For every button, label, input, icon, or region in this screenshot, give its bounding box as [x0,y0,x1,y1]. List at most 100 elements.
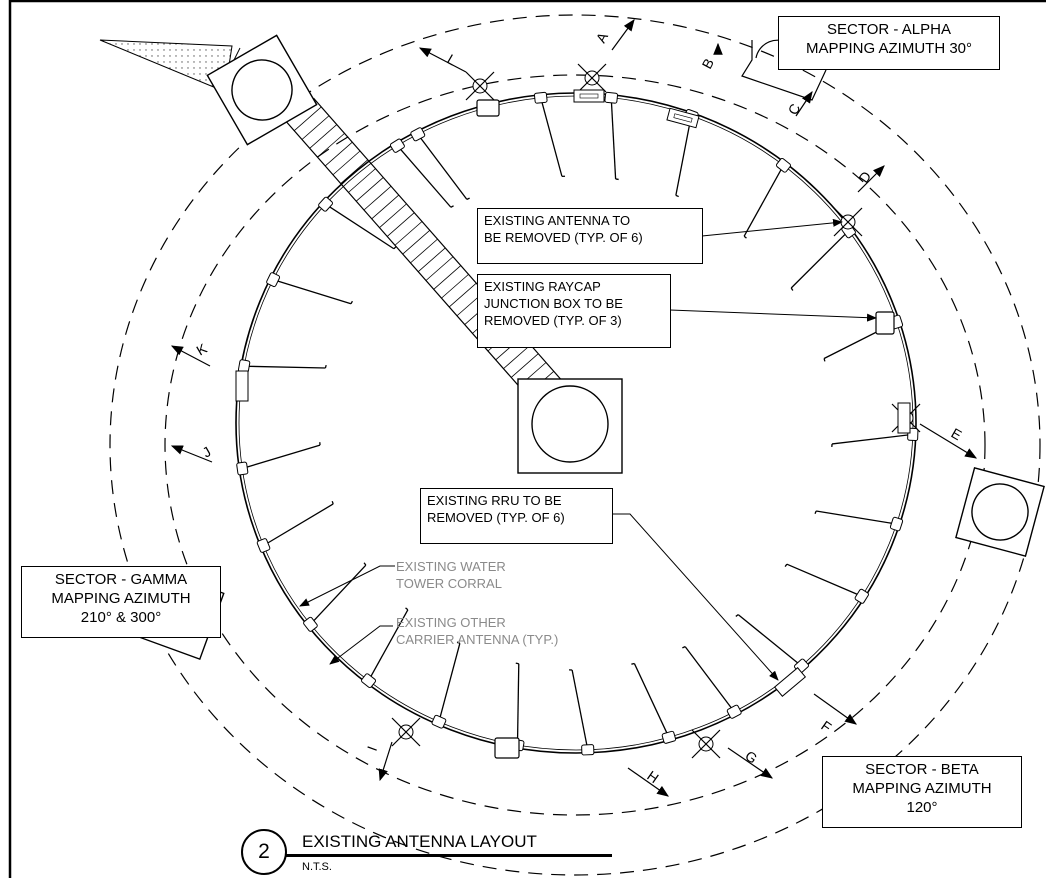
callout-rru-line-1: EXISTING RRU TO BE [427,493,562,508]
rru-top [476,99,500,117]
boundary-label-c: C [785,101,804,117]
note-water-tower-corral: EXISTING WATER TOWER CORRAL [396,558,506,592]
antenna-mount-arm [675,115,692,196]
sector-gamma-line-3: 210° & 300° [80,609,162,626]
detail-title-underline [286,854,612,857]
antenna-bracket [389,138,405,153]
ladder-rung [448,282,477,308]
antenna-mount-arm [743,165,785,237]
antenna-bracket [775,157,791,173]
ladder-rung [433,265,462,290]
note-corral-line-2: TOWER CORRAL [396,576,502,591]
callout-raycap-line-1: EXISTING RAYCAP [484,279,601,294]
ladder-rung [441,274,469,299]
ladder-rung [309,124,338,149]
antenna-bracket [303,616,318,632]
antenna-bracket [889,516,904,532]
ladder-rung [425,256,454,281]
center-pedestal-circle [531,385,609,463]
pedestal-northeast [741,40,827,101]
removal-x-stroke [577,63,607,93]
antenna-mount-tip [631,662,635,665]
antenna-mount-arm [244,365,326,369]
sector-gamma-line-1: SECTOR - GAMMA [54,571,188,588]
antenna-mount-arm [417,133,468,200]
antenna-bracket [410,127,426,142]
callout-antenna-removed-line-1: EXISTING ANTENNA TO [484,213,631,228]
raycap-box-top [573,89,605,103]
ladder-rung [417,247,446,272]
ladder-rung [371,194,400,220]
antenna-mount-tip [350,300,353,305]
ladder-rung [293,106,322,131]
antenna-mount-arm [242,444,321,470]
antenna-bracket [361,673,377,689]
ladder-rung [332,150,361,176]
antenna-bracket [318,196,333,212]
sector-alpha-box: SECTOR - ALPHA MAPPING AZIMUTH 30° [778,16,1000,70]
ladder-rung [402,230,431,255]
sector-gamma-box: SECTOR - GAMMA MAPPING AZIMUTH 210° & 30… [21,566,221,638]
ladder-rung [340,159,369,184]
callout-antenna-removed: EXISTING ANTENNA TO BE REMOVED (TYP. OF … [477,208,703,264]
ladder-rung [355,177,384,202]
ladder-rung [503,344,531,369]
boundary-arrow-h [627,767,669,797]
antenna-mount-arm [367,609,409,681]
inner-dashed-boundary [164,74,986,816]
removed-antenna-marks [391,63,921,759]
leader-other-carrier [329,625,393,665]
boundary-label-i: I [364,744,380,753]
antenna-mount-tip [331,500,334,505]
sector-beta-line-2: MAPPING AZIMUTH [852,780,992,797]
antenna-mount-tip [675,194,679,198]
antenna-mount-tip [790,287,794,291]
callout-raycap-line-3: REMOVED (TYP. OF 3) [484,313,622,328]
boundary-arrow-e [919,423,978,459]
boundary-label-b: B [699,56,718,72]
leader-corral [299,565,395,607]
antenna-bracket [236,461,249,476]
raycap-box-east [897,402,911,434]
antenna-mount-tip [466,197,470,200]
antenna-mount-arm [272,279,352,305]
sector-gamma-line-2: MAPPING AZIMUTH [51,590,191,607]
antenna-bracket [431,714,447,729]
boundary-label-d: D [855,168,874,185]
raycap-box-top-right [666,107,700,129]
sector-beta-box: SECTOR - BETA MAPPING AZIMUTH 120° [822,756,1022,828]
antenna-mount-arm [309,564,367,625]
sector-alpha-line-2: MAPPING AZIMUTH 30° [805,40,973,57]
note-other-carrier-line-2: CARRIER ANTENNA (TYP.) [396,632,559,647]
antenna-bracket [256,538,271,553]
antenna-mount-tip [743,235,747,239]
removal-x-stroke [391,717,421,747]
leader-rru [612,513,779,681]
pedestal-east [955,467,1045,557]
boundary-label-g: G [742,747,760,766]
antenna-bracket [266,272,281,288]
antenna-mount-arm [263,503,334,547]
boundary-label-k: K [194,340,211,359]
removal-x-stroke [691,729,721,759]
detail-title: EXISTING ANTENNA LAYOUT [302,832,537,851]
antenna-mount-tip [515,662,519,665]
ladder-rung [386,212,415,237]
antenna-mount-tip [324,364,327,369]
ladder-rung [348,168,376,193]
center-pedestal [517,378,623,474]
boundary-label-l: L [445,51,460,69]
antenna-mount-arm [438,643,461,722]
antenna-mount-tip [393,246,397,250]
ladder-rung [379,203,407,228]
antenna-bracket [854,588,869,604]
boundary-arrow-c [795,91,813,117]
ladder-rung [363,185,392,211]
boundary-arrow-g [727,747,773,779]
raycap-box-southeast [773,667,807,697]
antenna-mount-arm [831,433,913,445]
antenna-bracket [661,730,677,744]
antenna-mount-tip [823,358,826,362]
removal-x-stroke [833,207,863,237]
ladder-rung [394,221,423,246]
